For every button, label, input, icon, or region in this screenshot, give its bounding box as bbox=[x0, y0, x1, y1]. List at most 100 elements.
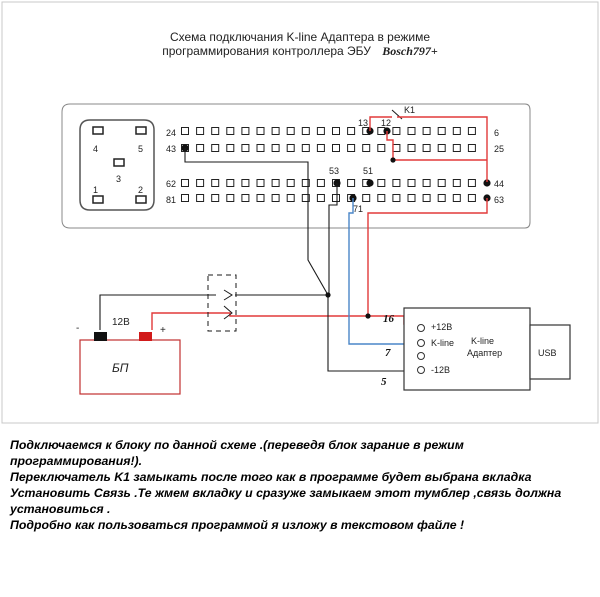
pin-label-53: 53 bbox=[329, 166, 339, 176]
connector-pin bbox=[467, 194, 476, 202]
connector-pin bbox=[241, 179, 250, 187]
connector-pin bbox=[316, 144, 325, 152]
connector-pin bbox=[452, 194, 461, 202]
connector-pin bbox=[271, 127, 280, 135]
connector-pin bbox=[211, 127, 220, 135]
row-label-81: 81 bbox=[166, 195, 176, 205]
connector-pin bbox=[437, 127, 446, 135]
adapter-pin-minus: -12В bbox=[431, 365, 450, 375]
relay-socket bbox=[79, 119, 155, 211]
connector-pin bbox=[467, 179, 476, 187]
connector-pin bbox=[256, 194, 265, 202]
relay-label-2: 2 bbox=[138, 185, 143, 195]
pin-label-71: 71 bbox=[353, 204, 363, 214]
connector-pin bbox=[437, 144, 446, 152]
connector-pin bbox=[347, 179, 356, 187]
instructions-text: Подключаемся к блоку по данной схеме .(п… bbox=[10, 437, 595, 533]
adapter-pin-terminals bbox=[417, 324, 425, 374]
connector-pin bbox=[226, 144, 235, 152]
diagram-title-line2: программирования контроллера ЭБУ Bosch79… bbox=[0, 44, 600, 59]
red-wires bbox=[151, 116, 488, 330]
connector-pin bbox=[286, 144, 295, 152]
connector-pin bbox=[437, 179, 446, 187]
connector-pin bbox=[301, 179, 310, 187]
relay-slot-5-top bbox=[135, 126, 147, 135]
wire-junctions bbox=[325, 157, 396, 319]
diagram-title-line1: Схема подключания K-line Адаптера в режи… bbox=[169, 30, 431, 44]
usb-label: USB bbox=[538, 348, 557, 358]
connector-pin bbox=[226, 127, 235, 135]
connector-pin bbox=[422, 127, 431, 135]
connector-pin bbox=[196, 144, 205, 152]
wire-number-16: 16 bbox=[383, 313, 395, 325]
row-label-25: 25 bbox=[494, 144, 504, 154]
connector-pin bbox=[301, 127, 310, 135]
black-wires bbox=[99, 148, 418, 372]
relay-slot-3 bbox=[113, 158, 125, 167]
connector-pin bbox=[332, 194, 340, 202]
connector-pin bbox=[316, 127, 325, 135]
psu-minus-label: - bbox=[76, 323, 79, 334]
connector-pin bbox=[407, 194, 416, 202]
row-label-44: 44 bbox=[494, 179, 504, 189]
relay-slot-2 bbox=[135, 195, 147, 204]
adapter-name-line1: K-line bbox=[471, 336, 494, 346]
connector-pin bbox=[286, 127, 295, 135]
connector-pin bbox=[332, 127, 340, 135]
connector-pin bbox=[256, 144, 265, 152]
psu-voltage-label: 12В bbox=[112, 317, 130, 328]
connector-pin bbox=[241, 144, 250, 152]
pin-label-12: 12 bbox=[381, 118, 391, 128]
connector-pin bbox=[286, 194, 295, 202]
connector-pin bbox=[347, 144, 356, 152]
pin-label-13: 13 bbox=[358, 118, 368, 128]
connector-pin bbox=[196, 194, 205, 202]
connector-pin bbox=[271, 194, 280, 202]
row-label-6: 6 bbox=[494, 128, 499, 138]
connector-pin bbox=[392, 179, 401, 187]
row-label-62: 62 bbox=[166, 179, 176, 189]
connector-pin bbox=[256, 179, 265, 187]
diagram-title-tag: Bosch797+ bbox=[382, 44, 438, 58]
psu-label: БП bbox=[112, 361, 129, 375]
relay-slot-1 bbox=[92, 195, 104, 204]
psu-minus-terminal bbox=[94, 332, 107, 341]
connector-pin bbox=[362, 144, 371, 152]
psu-plus-terminal bbox=[139, 332, 152, 341]
active-pin-dot bbox=[366, 179, 374, 187]
diagram-frame: 4 5 3 1 2 24 43 62 81 6 25 44 63 13 12 5… bbox=[0, 1, 600, 424]
connector-pin bbox=[422, 179, 431, 187]
psu-plus-label: + bbox=[160, 325, 166, 336]
connector-pin bbox=[362, 194, 371, 202]
instruction-paragraph-2: Переключатель K1 замыкать после того как… bbox=[10, 470, 562, 516]
connector-pin-grid bbox=[181, 127, 491, 202]
connector-pin bbox=[437, 194, 446, 202]
connector-pin bbox=[301, 144, 310, 152]
connector-pin bbox=[407, 179, 416, 187]
instruction-paragraph-3: Подробно как пользоваться программой я и… bbox=[10, 518, 465, 532]
connector-pin bbox=[271, 144, 280, 152]
connector-pin bbox=[301, 194, 310, 202]
connector-pin bbox=[452, 144, 461, 152]
connector-pin bbox=[467, 127, 476, 135]
connector-pin bbox=[241, 194, 250, 202]
connector-pin bbox=[271, 179, 280, 187]
pin-label-51: 51 bbox=[363, 166, 373, 176]
instruction-paragraph-1: Подключаемся к блоку по данной схеме .(п… bbox=[10, 438, 464, 468]
active-pin-dot bbox=[483, 179, 491, 187]
usb-plug bbox=[529, 324, 571, 380]
adapter-pin-kline: K-line bbox=[431, 338, 454, 348]
connector-pin bbox=[407, 127, 416, 135]
row-label-43: 43 bbox=[166, 144, 176, 154]
connector-pin bbox=[347, 127, 356, 135]
relay-label-1: 1 bbox=[93, 185, 98, 195]
fuse-symbol bbox=[207, 274, 237, 332]
row-label-63: 63 bbox=[494, 195, 504, 205]
relay-slot-4-top bbox=[92, 126, 104, 135]
relay-label-3: 3 bbox=[116, 174, 121, 184]
connector-pin bbox=[316, 194, 325, 202]
connector-pin bbox=[211, 194, 220, 202]
blue-wire-kline bbox=[348, 198, 418, 345]
connector-pin bbox=[332, 144, 340, 152]
connector-pin bbox=[467, 144, 476, 152]
